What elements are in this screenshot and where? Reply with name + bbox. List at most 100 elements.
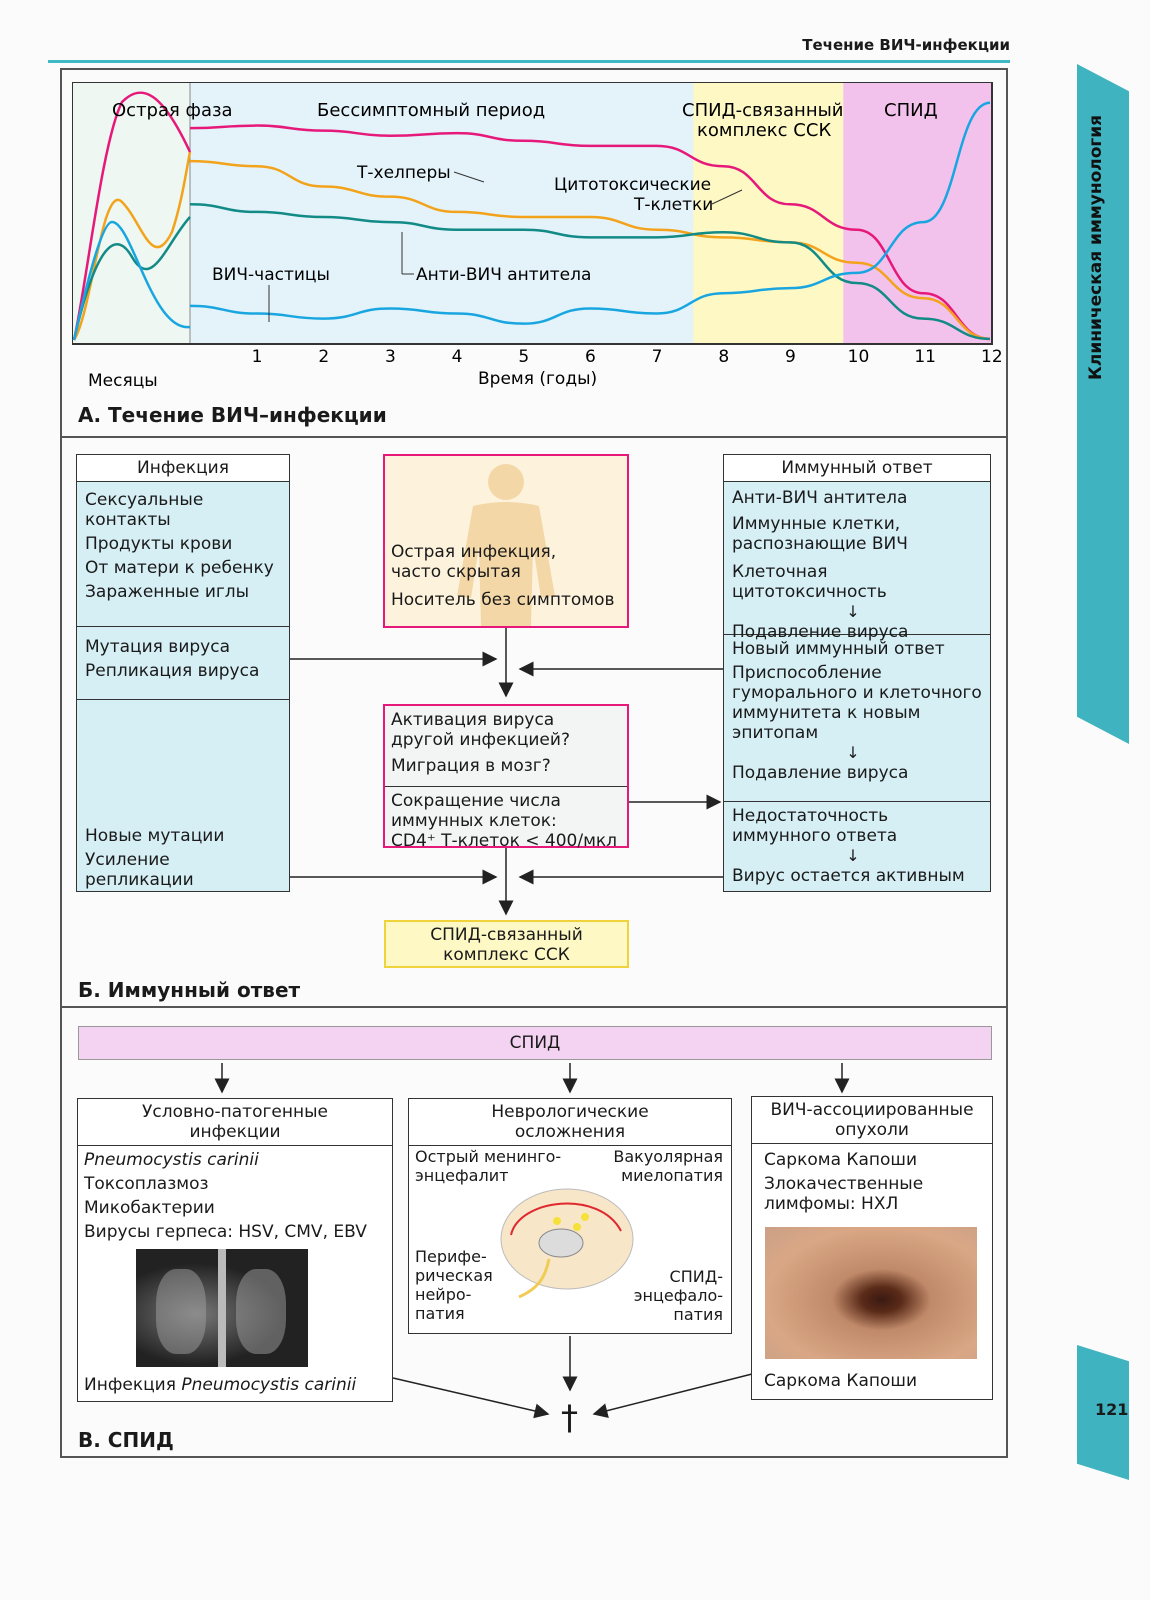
- x-tick-label: 9: [785, 347, 796, 367]
- list-item: Анти-ВИЧ антитела: [732, 488, 908, 508]
- section-divider-1: [60, 436, 1008, 438]
- cell-decrease-list: Сокращение числа иммунных клеток: CD4⁺ Т…: [385, 787, 627, 855]
- immune-header: Иммунный ответ: [724, 455, 990, 482]
- side-tab: [1077, 64, 1129, 744]
- list-item: Новые мутации: [85, 826, 225, 846]
- x-tick-label: 3: [385, 347, 396, 367]
- list-item: иммунного ответа: [732, 826, 898, 846]
- virus-label: ВИЧ-частицы: [212, 265, 330, 285]
- list-item: От матери к ребенку: [85, 558, 274, 578]
- header-rule: [48, 60, 1010, 63]
- x-tick-label: 6: [585, 347, 596, 367]
- tumor-caption: Саркома Капоши: [764, 1371, 917, 1391]
- page-number: 121: [1095, 1400, 1129, 1419]
- list-item: Саркома Капоши: [764, 1150, 917, 1170]
- list-item: распознающие ВИЧ: [732, 534, 908, 554]
- human-silhouette: [457, 464, 555, 626]
- thelpers-label: Т-хелперы: [356, 163, 451, 183]
- antibodies-label: Анти-ВИЧ антитела: [416, 265, 591, 285]
- acute-virus-curve: [72, 220, 191, 341]
- list-item: Миграция в мозг?: [391, 756, 551, 776]
- label-line: Вакуолярная: [613, 1147, 723, 1166]
- label-line: Острый менинго-: [415, 1147, 562, 1166]
- kaposi-sarcoma-image: [765, 1227, 977, 1359]
- chart-border: [72, 82, 993, 345]
- brain-diagram: [500, 1188, 634, 1299]
- tumor-header: ВИЧ-ассоциированные опухоли: [752, 1097, 992, 1144]
- ctl-series: [189, 159, 991, 341]
- chest-xray-image: [136, 1249, 308, 1367]
- phase-acute-label: Острая фаза: [112, 100, 233, 121]
- immune-list-1: Анти-ВИЧ антитела Иммунные клетки, распо…: [724, 482, 990, 642]
- header-line: опухоли: [835, 1120, 909, 1140]
- list-item: Вирус остается активным: [732, 866, 965, 886]
- immune-response-box: Иммунный ответ Анти-ВИЧ антитела Иммунны…: [723, 454, 991, 892]
- label-line: миелопатия: [621, 1166, 723, 1185]
- list-item: Pneumocystis carinii: [84, 1150, 259, 1170]
- x-tick-label: 2: [318, 347, 329, 367]
- x-tick-label: 7: [652, 347, 663, 367]
- aids-bar-label: СПИД: [509, 1033, 561, 1053]
- list-item: Новый иммунный ответ: [732, 639, 945, 659]
- arc-box: СПИД-связанный комплекс ССК: [384, 920, 629, 968]
- list-item: Иммунные клетки,: [732, 514, 901, 534]
- x-tick-label: 4: [452, 347, 463, 367]
- list-item: Репликация вируса: [85, 661, 260, 681]
- phase-asymptomatic-label: Бессимптомный период: [317, 100, 545, 121]
- caption-italic: Pneumocystis carinii: [181, 1375, 357, 1395]
- phase-arc-label-1: СПИД-связанный: [682, 100, 844, 121]
- label-line: энцефалит: [415, 1166, 509, 1185]
- list-item: Зараженные иглы: [85, 582, 250, 602]
- opportunistic-header: Условно-патогенные инфекции: [78, 1099, 392, 1146]
- opportunistic-caption: Инфекция Pneumocystis carinii: [84, 1375, 356, 1395]
- neuro-label-encephalopathy: СПИД- энцефало- патия: [634, 1267, 723, 1324]
- list-item: часто скрытая: [391, 562, 521, 582]
- header-line: ВИЧ-ассоциированные: [770, 1100, 974, 1120]
- months-label: Месяцы: [88, 371, 158, 391]
- section-b-title: Б. Иммунный ответ: [78, 978, 301, 1002]
- neuro-label-meningo: Острый менинго- энцефалит: [415, 1147, 561, 1185]
- section-a-title: А. Течение ВИЧ–инфекции: [78, 403, 387, 427]
- list-item: Подавление вируса: [732, 622, 909, 642]
- list-item: Сокращение числа: [391, 791, 561, 811]
- ctl-label-1: Цитотоксические: [554, 175, 711, 195]
- neuro-box: Неврологические осложнения Острый менинг…: [408, 1098, 732, 1334]
- neuro-label-neuropathy: Перифе- рическая нейро- патия: [415, 1247, 493, 1323]
- aids-bar: СПИД: [78, 1026, 992, 1060]
- list-item: Сексуальные: [85, 490, 204, 510]
- x-tick-label: 11: [914, 347, 936, 367]
- list-item: Подавление вируса: [732, 763, 909, 783]
- list-item: гуморального и клеточного: [732, 683, 982, 703]
- immune-list-2: Новый иммунный ответ Приспособление гумо…: [724, 635, 990, 802]
- list-item: иммунных клеток:: [391, 811, 557, 831]
- label-line: рическая: [415, 1266, 493, 1285]
- label-line: СПИД-: [669, 1267, 723, 1286]
- list-item: Носитель без симптомов: [391, 590, 615, 610]
- list-item: СПИД-связанный: [430, 925, 583, 945]
- arrow-infections-to-death: [392, 1377, 550, 1419]
- list-item: Недостаточность: [732, 806, 889, 826]
- list-item: Злокачественные: [764, 1174, 924, 1194]
- list-item: Острая инфекция,: [391, 542, 557, 562]
- mutation-list: Мутация вируса Репликация вируса: [77, 627, 289, 700]
- immune-list-3: Недостаточность иммунного ответа ↓ Вирус…: [724, 802, 990, 890]
- label-line: патия: [415, 1304, 465, 1323]
- infection-list: Сексуальные контакты Продукты крови От м…: [77, 482, 289, 627]
- page-tab: [1077, 1345, 1129, 1480]
- list-item: Вирусы герпеса: HSV, CMV, EBV: [84, 1222, 367, 1242]
- x-tick-label: 8: [718, 347, 729, 367]
- list-item: Продукты крови: [85, 534, 233, 554]
- list-item: Усиление: [85, 850, 170, 870]
- neuro-label-myelopathy: Вакуолярная миелопатия: [613, 1147, 723, 1185]
- acute-antibodies-curve: [72, 216, 191, 341]
- header-line: Условно-патогенные: [142, 1102, 328, 1122]
- list-item: Мутация вируса: [85, 637, 230, 657]
- list-item: эпитопам: [732, 723, 819, 743]
- phase-arc-label-2: комплекс ССК: [697, 120, 831, 141]
- arrow-down-icon: ↓: [846, 743, 860, 762]
- list-item: Приспособление: [732, 663, 882, 683]
- x-tick-label: 10: [848, 347, 870, 367]
- x-axis-label: Время (годы): [478, 369, 597, 389]
- list-item: репликации: [85, 870, 194, 890]
